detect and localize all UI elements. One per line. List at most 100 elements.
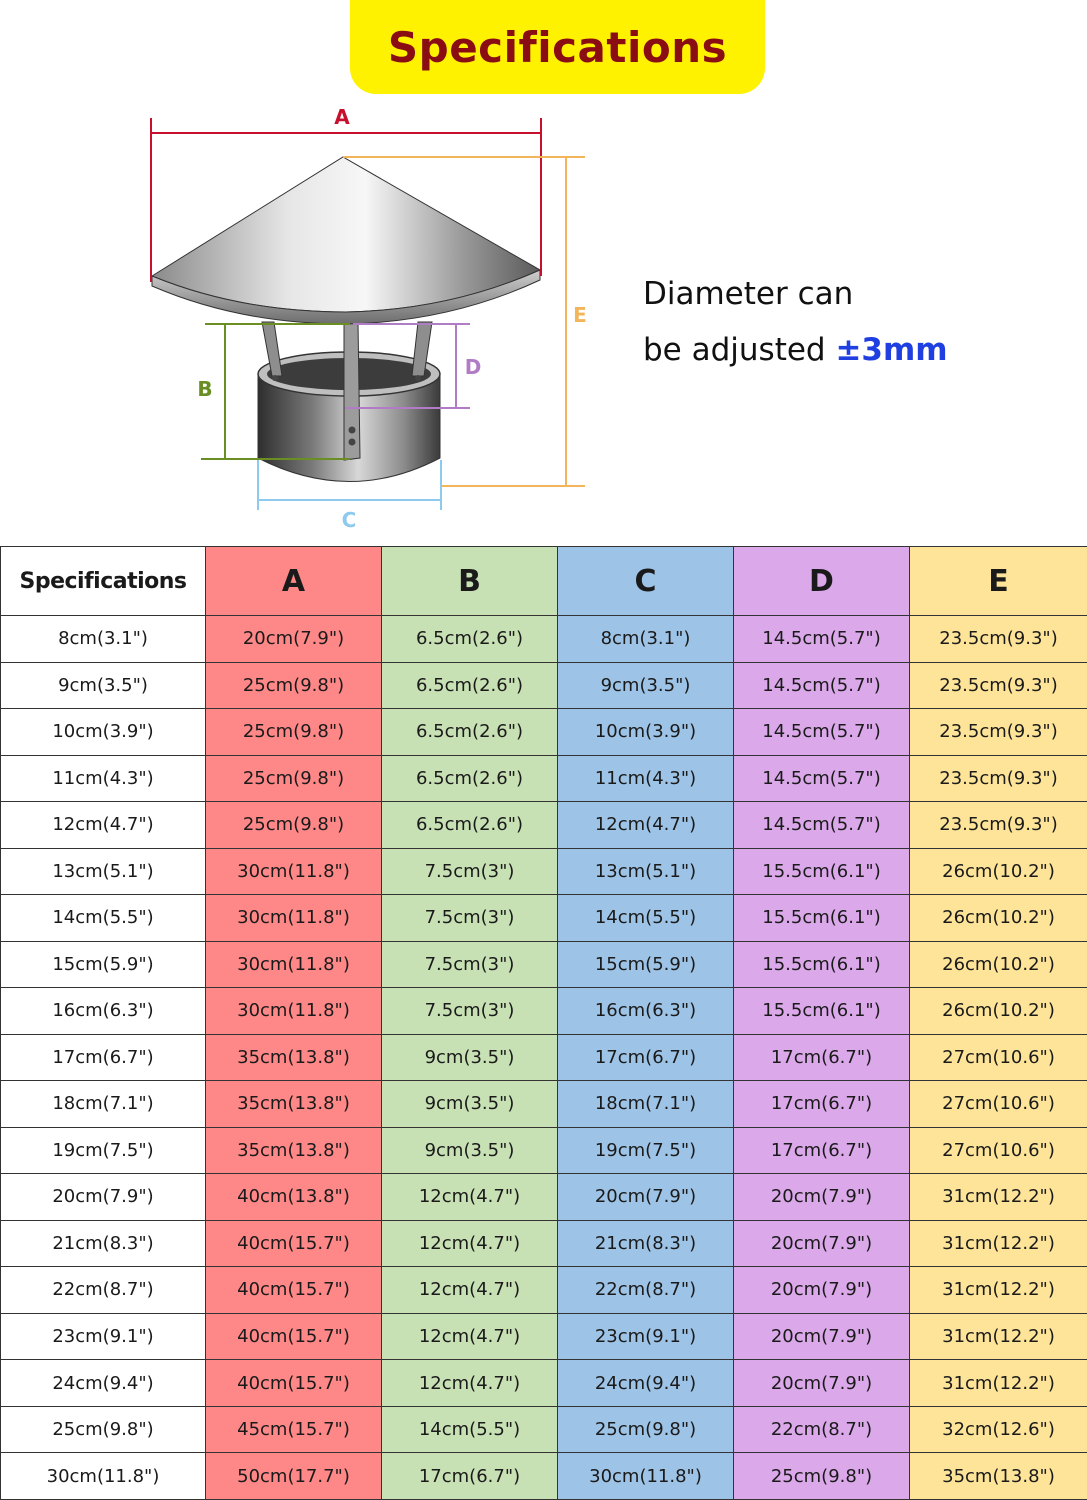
- cell-spec: 24cm(9.4"): [0, 1359, 206, 1407]
- cell-a: 25cm(9.8"): [205, 801, 382, 849]
- cell-e: 23.5cm(9.3"): [909, 615, 1087, 663]
- cell-e: 31cm(12.2"): [909, 1266, 1087, 1314]
- cell-a: 20cm(7.9"): [205, 615, 382, 663]
- header-a: A: [205, 546, 382, 616]
- table-row: 24cm(9.4")40cm(15.7")12cm(4.7")24cm(9.4"…: [0, 1359, 1087, 1407]
- note-line-2-text: be adjusted: [643, 332, 836, 368]
- cell-d: 14.5cm(5.7"): [733, 615, 910, 663]
- cell-a: 30cm(11.8"): [205, 940, 382, 989]
- cell-c: 20cm(7.9"): [557, 1173, 734, 1221]
- cell-d: 15.5cm(6.1"): [733, 847, 910, 896]
- cell-spec: 17cm(6.7"): [0, 1033, 206, 1082]
- cell-spec: 11cm(4.3"): [0, 754, 206, 803]
- cell-c: 23cm(9.1"): [557, 1312, 734, 1361]
- cell-d: 20cm(7.9"): [733, 1312, 910, 1361]
- cell-spec: 22cm(8.7"): [0, 1266, 206, 1314]
- cell-a: 30cm(11.8"): [205, 847, 382, 896]
- cell-e: 23.5cm(9.3"): [909, 801, 1087, 849]
- cell-c: 12cm(4.7"): [557, 801, 734, 849]
- cell-b: 6.5cm(2.6"): [381, 615, 558, 663]
- cell-a: 30cm(11.8"): [205, 894, 382, 942]
- adjustment-note: Diameter can be adjusted ±3mm: [643, 266, 1063, 378]
- cell-spec: 18cm(7.1"): [0, 1080, 206, 1128]
- cell-e: 23.5cm(9.3"): [909, 708, 1087, 756]
- cell-a: 25cm(9.8"): [205, 708, 382, 756]
- cell-c: 22cm(8.7"): [557, 1266, 734, 1314]
- chimney-cap-diagram: A E B D C: [150, 105, 587, 532]
- cell-a: 45cm(15.7"): [205, 1405, 382, 1454]
- cell-c: 21cm(8.3"): [557, 1219, 734, 1268]
- cell-spec: 10cm(3.9"): [0, 708, 206, 756]
- cell-b: 9cm(3.5"): [381, 1126, 558, 1175]
- cell-e: 26cm(10.2"): [909, 987, 1087, 1035]
- dimension-a: [150, 118, 542, 282]
- table-body: 8cm(3.1")20cm(7.9")6.5cm(2.6")8cm(3.1")1…: [0, 615, 1087, 1500]
- cell-d: 14.5cm(5.7"): [733, 754, 910, 803]
- cell-c: 15cm(5.9"): [557, 940, 734, 989]
- header-c: C: [557, 546, 734, 616]
- dimension-d: [345, 323, 470, 409]
- cell-b: 14cm(5.5"): [381, 1405, 558, 1454]
- cell-d: 17cm(6.7"): [733, 1033, 910, 1082]
- cell-c: 18cm(7.1"): [557, 1080, 734, 1128]
- cell-b: 7.5cm(3"): [381, 987, 558, 1035]
- table-row: 21cm(8.3")40cm(15.7")12cm(4.7")21cm(8.3"…: [0, 1219, 1087, 1268]
- header-b: B: [381, 546, 558, 616]
- cell-b: 9cm(3.5"): [381, 1033, 558, 1082]
- cell-b: 12cm(4.7"): [381, 1173, 558, 1221]
- cell-e: 31cm(12.2"): [909, 1219, 1087, 1268]
- dimension-label-a: A: [334, 105, 350, 129]
- cell-b: 6.5cm(2.6"): [381, 801, 558, 849]
- cell-b: 7.5cm(3"): [381, 894, 558, 942]
- cell-b: 12cm(4.7"): [381, 1359, 558, 1407]
- cell-e: 31cm(12.2"): [909, 1359, 1087, 1407]
- title-badge: Specifications: [350, 0, 765, 94]
- cell-e: 31cm(12.2"): [909, 1173, 1087, 1221]
- dimension-label-e: E: [573, 303, 587, 327]
- header-d: D: [733, 546, 910, 616]
- table-row: 16cm(6.3")30cm(11.8")7.5cm(3")16cm(6.3")…: [0, 987, 1087, 1035]
- table-row: 11cm(4.3")25cm(9.8")6.5cm(2.6")11cm(4.3"…: [0, 754, 1087, 803]
- cell-a: 25cm(9.8"): [205, 661, 382, 710]
- cone-rim: [151, 269, 541, 325]
- cell-c: 30cm(11.8"): [557, 1452, 734, 1500]
- page-title: Specifications: [387, 22, 728, 72]
- cell-spec: 13cm(5.1"): [0, 847, 206, 896]
- table-row: 8cm(3.1")20cm(7.9")6.5cm(2.6")8cm(3.1")1…: [0, 615, 1087, 663]
- note-line-2: be adjusted ±3mm: [643, 322, 1063, 378]
- cell-spec: 14cm(5.5"): [0, 894, 206, 942]
- cell-d: 15.5cm(6.1"): [733, 940, 910, 989]
- cell-b: 7.5cm(3"): [381, 847, 558, 896]
- cell-e: 32cm(12.6"): [909, 1405, 1087, 1454]
- strut-right: [411, 321, 433, 377]
- dimension-label-b: B: [197, 377, 212, 401]
- cell-c: 11cm(4.3"): [557, 754, 734, 803]
- cell-d: 20cm(7.9"): [733, 1173, 910, 1221]
- cell-b: 6.5cm(2.6"): [381, 708, 558, 756]
- table-row: 25cm(9.8")45cm(15.7")14cm(5.5")25cm(9.8"…: [0, 1405, 1087, 1454]
- table-row: 22cm(8.7")40cm(15.7")12cm(4.7")22cm(8.7"…: [0, 1266, 1087, 1314]
- cell-a: 35cm(13.8"): [205, 1126, 382, 1175]
- cell-c: 10cm(3.9"): [557, 708, 734, 756]
- cell-spec: 15cm(5.9"): [0, 940, 206, 989]
- cell-c: 25cm(9.8"): [557, 1405, 734, 1454]
- cell-b: 9cm(3.5"): [381, 1080, 558, 1128]
- cell-e: 26cm(10.2"): [909, 894, 1087, 942]
- table-row: 18cm(7.1")35cm(13.8")9cm(3.5")18cm(7.1")…: [0, 1080, 1087, 1128]
- dimension-label-c: C: [342, 508, 357, 532]
- cell-spec: 23cm(9.1"): [0, 1312, 206, 1361]
- cell-c: 9cm(3.5"): [557, 661, 734, 710]
- cell-b: 12cm(4.7"): [381, 1266, 558, 1314]
- table-row: 23cm(9.1")40cm(15.7")12cm(4.7")23cm(9.1"…: [0, 1312, 1087, 1361]
- cell-c: 8cm(3.1"): [557, 615, 734, 663]
- cell-c: 19cm(7.5"): [557, 1126, 734, 1175]
- table-row: 12cm(4.7")25cm(9.8")6.5cm(2.6")12cm(4.7"…: [0, 801, 1087, 849]
- cell-c: 24cm(9.4"): [557, 1359, 734, 1407]
- cell-e: 31cm(12.2"): [909, 1312, 1087, 1361]
- cell-spec: 20cm(7.9"): [0, 1173, 206, 1221]
- cell-a: 35cm(13.8"): [205, 1033, 382, 1082]
- cell-b: 12cm(4.7"): [381, 1312, 558, 1361]
- cell-a: 30cm(11.8"): [205, 987, 382, 1035]
- cell-d: 15.5cm(6.1"): [733, 987, 910, 1035]
- cell-d: 20cm(7.9"): [733, 1359, 910, 1407]
